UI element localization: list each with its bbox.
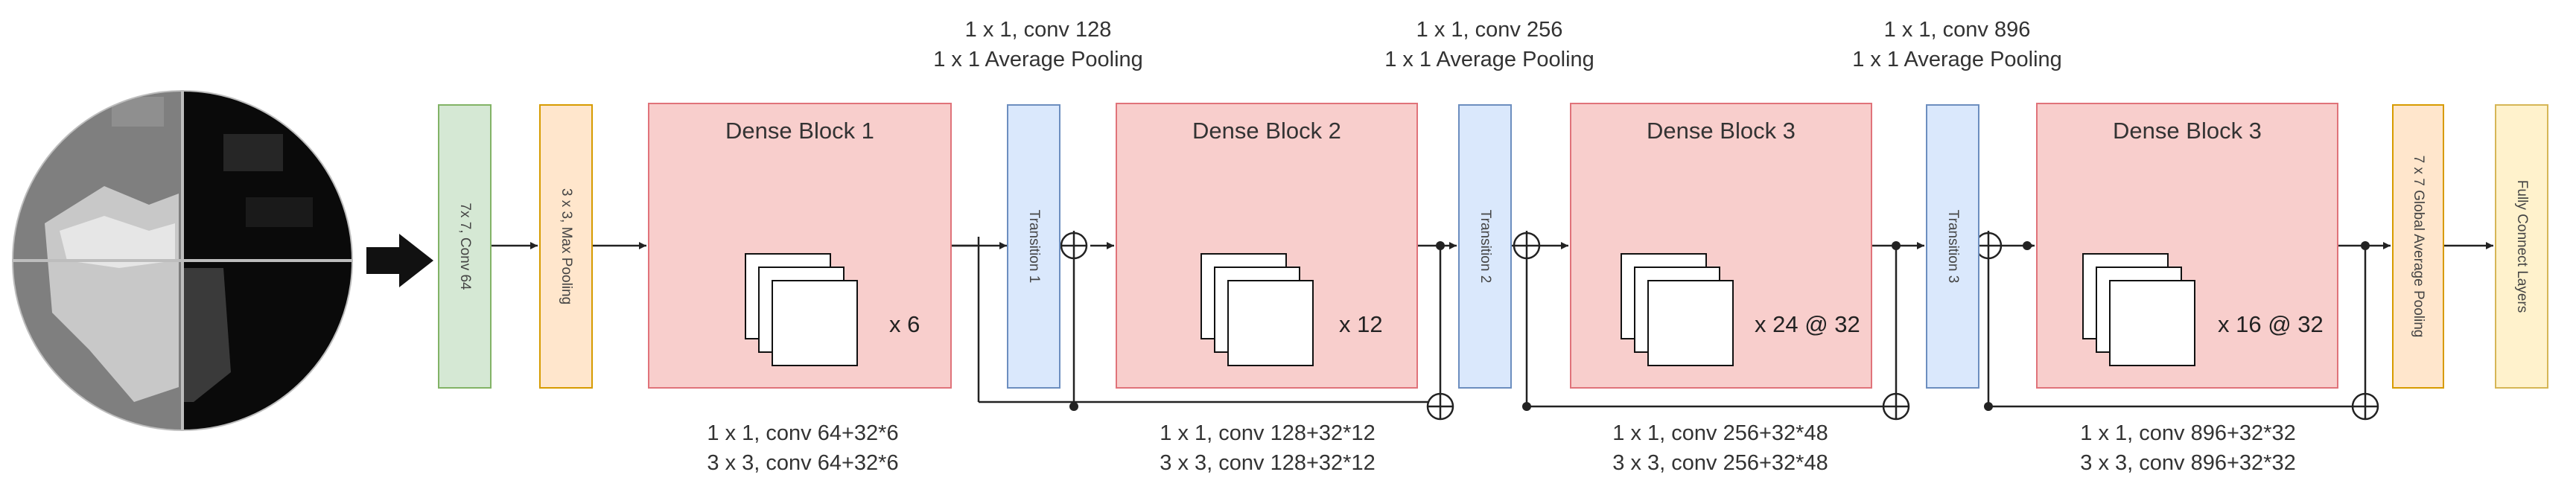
dense-block-multiplier: x 24 @ 32 bbox=[1755, 311, 1860, 337]
max-pooling-label: 3 x 3, Max Pooling bbox=[559, 188, 574, 305]
annotation-line: 1 x 1 Average Pooling bbox=[1852, 48, 2062, 71]
global-average-pooling-stage: 7 x 7 Global Average Pooling bbox=[2392, 104, 2444, 389]
dense-block-4: Dense Block 3 x 16 @ 32 bbox=[2036, 103, 2338, 389]
dense-block-title: Dense Block 3 bbox=[1647, 118, 1796, 144]
dense-block-1: Dense Block 1 x 6 bbox=[648, 103, 952, 389]
fully-connected-stage: Fully Connect Layers bbox=[2495, 104, 2548, 389]
annotation-line: 3 x 3, conv 64+32*6 bbox=[707, 451, 899, 475]
dense-block-3: Dense Block 3 x 24 @ 32 bbox=[1570, 103, 1872, 389]
transition-2: Transition 2 bbox=[1458, 104, 1512, 389]
layer-stack-icon bbox=[1227, 280, 1314, 366]
dense-block-3-annotation: 1 x 1, conv 256+32*48 3 x 3, conv 256+32… bbox=[1612, 418, 1828, 478]
dense-block-2-annotation: 1 x 1, conv 128+32*12 3 x 3, conv 128+32… bbox=[1160, 418, 1375, 478]
dense-block-title: Dense Block 1 bbox=[725, 118, 874, 144]
annotation-line: 3 x 3, conv 256+32*48 bbox=[1612, 451, 1828, 475]
dense-block-multiplier: x 12 bbox=[1339, 311, 1383, 337]
input-arrow-icon bbox=[366, 234, 433, 287]
dense-block-2: Dense Block 2 x 12 bbox=[1116, 103, 1418, 389]
annotation-line: 1 x 1, conv 128+32*12 bbox=[1160, 421, 1376, 445]
dense-block-multiplier: x 16 @ 32 bbox=[2218, 311, 2324, 337]
layer-stack-icon bbox=[2109, 280, 2195, 366]
transition-1-label: Transition 1 bbox=[1026, 209, 1042, 284]
annotation-line: 1 x 1, conv 896 bbox=[1883, 18, 2031, 42]
transition-1-annotation: 1 x 1, conv 128 1 x 1 Average Pooling bbox=[933, 15, 1143, 74]
transition-1: Transition 1 bbox=[1007, 104, 1060, 389]
segmented-circle-image bbox=[12, 90, 353, 431]
transition-3-label: Transition 3 bbox=[1945, 209, 1961, 284]
transition-2-annotation: 1 x 1, conv 256 1 x 1 Average Pooling bbox=[1384, 15, 1594, 74]
dense-block-multiplier: x 6 bbox=[889, 311, 920, 337]
annotation-line: 3 x 3, conv 896+32*32 bbox=[2080, 451, 2296, 475]
dense-block-title: Dense Block 3 bbox=[2113, 118, 2262, 144]
annotation-line: 1 x 1 Average Pooling bbox=[1384, 48, 1594, 71]
max-pooling-stage: 3 x 3, Max Pooling bbox=[539, 104, 593, 389]
annotation-line: 1 x 1, conv 896+32*32 bbox=[2080, 421, 2296, 445]
fully-connected-label: Fully Connect Layers bbox=[2514, 179, 2530, 313]
annotation-line: 1 x 1, conv 128 bbox=[964, 18, 1112, 42]
dense-block-1-annotation: 1 x 1, conv 64+32*6 3 x 3, conv 64+32*6 bbox=[707, 418, 898, 478]
transition-3-annotation: 1 x 1, conv 896 1 x 1 Average Pooling bbox=[1852, 15, 2062, 74]
layer-stack-icon bbox=[772, 280, 858, 366]
layer-stack-icon bbox=[1647, 280, 1734, 366]
dense-block-title: Dense Block 2 bbox=[1192, 118, 1341, 144]
annotation-line: 3 x 3, conv 128+32*12 bbox=[1160, 451, 1376, 475]
transition-2-label: Transition 2 bbox=[1478, 209, 1493, 284]
annotation-line: 1 x 1, conv 64+32*6 bbox=[707, 421, 899, 445]
annotation-line: 1 x 1, conv 256 bbox=[1416, 18, 1563, 42]
dense-block-4-annotation: 1 x 1, conv 896+32*32 3 x 3, conv 896+32… bbox=[2080, 418, 2295, 478]
global-average-pooling-label: 7 x 7 Global Average Pooling bbox=[2411, 155, 2426, 338]
conv-stage-label: 7x 7, Conv 64 bbox=[457, 202, 473, 290]
transition-3: Transition 3 bbox=[1926, 104, 1979, 389]
conv-stage: 7x 7, Conv 64 bbox=[438, 104, 492, 389]
annotation-line: 1 x 1, conv 256+32*48 bbox=[1612, 421, 1828, 445]
annotation-line: 1 x 1 Average Pooling bbox=[933, 48, 1143, 71]
